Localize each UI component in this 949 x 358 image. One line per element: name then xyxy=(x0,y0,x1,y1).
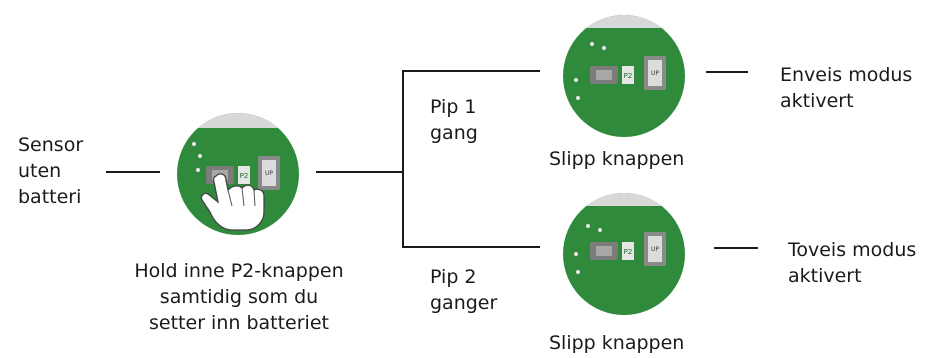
sensor-label-line: Sensor xyxy=(18,134,84,156)
beep-line: ganger xyxy=(430,292,498,314)
beep-line: gang xyxy=(430,122,478,144)
result-line: aktivert xyxy=(788,265,862,287)
board-p2-label: P2 xyxy=(240,172,249,180)
beep-line: Pip 2 xyxy=(430,266,477,288)
bottom-board-image: P2 UP xyxy=(563,193,685,315)
result-line: aktivert xyxy=(780,90,854,112)
two-way-mode-label: Toveis modus aktivert xyxy=(788,237,916,289)
center-caption: Hold inne P2-knappen samtidig som du set… xyxy=(108,258,370,336)
board-up-label: UP xyxy=(265,170,273,177)
board-p2-label: P2 xyxy=(624,72,633,80)
caption-line: setter inn batteriet xyxy=(149,312,329,334)
beep-twice-label: Pip 2 ganger xyxy=(430,264,497,316)
top-board-image: P2 UP xyxy=(563,15,685,137)
release-button-bottom: Slipp knappen xyxy=(549,332,685,354)
result-line: Enveis modus xyxy=(780,64,913,86)
board-p2-label: P2 xyxy=(624,248,633,256)
caption-line: samtidig som du xyxy=(159,286,319,308)
release-button-top: Slipp knappen xyxy=(549,148,685,170)
beep-line: Pip 1 xyxy=(430,96,477,118)
board-up-label: UP xyxy=(651,70,659,77)
one-way-mode-label: Enveis modus aktivert xyxy=(780,62,912,114)
sensor-label-line: batteri xyxy=(18,186,82,208)
board-up-label: UP xyxy=(651,246,659,253)
center-board-image: P2 UP xyxy=(177,113,299,235)
result-line: Toveis modus xyxy=(788,239,917,261)
hand-pressing-icon xyxy=(200,173,265,231)
sensor-label-line: uten xyxy=(18,160,62,182)
beep-once-label: Pip 1 gang xyxy=(430,94,478,146)
caption-line: Hold inne P2-knappen xyxy=(134,260,344,282)
sensor-label: Sensor uten batteri xyxy=(18,132,83,210)
